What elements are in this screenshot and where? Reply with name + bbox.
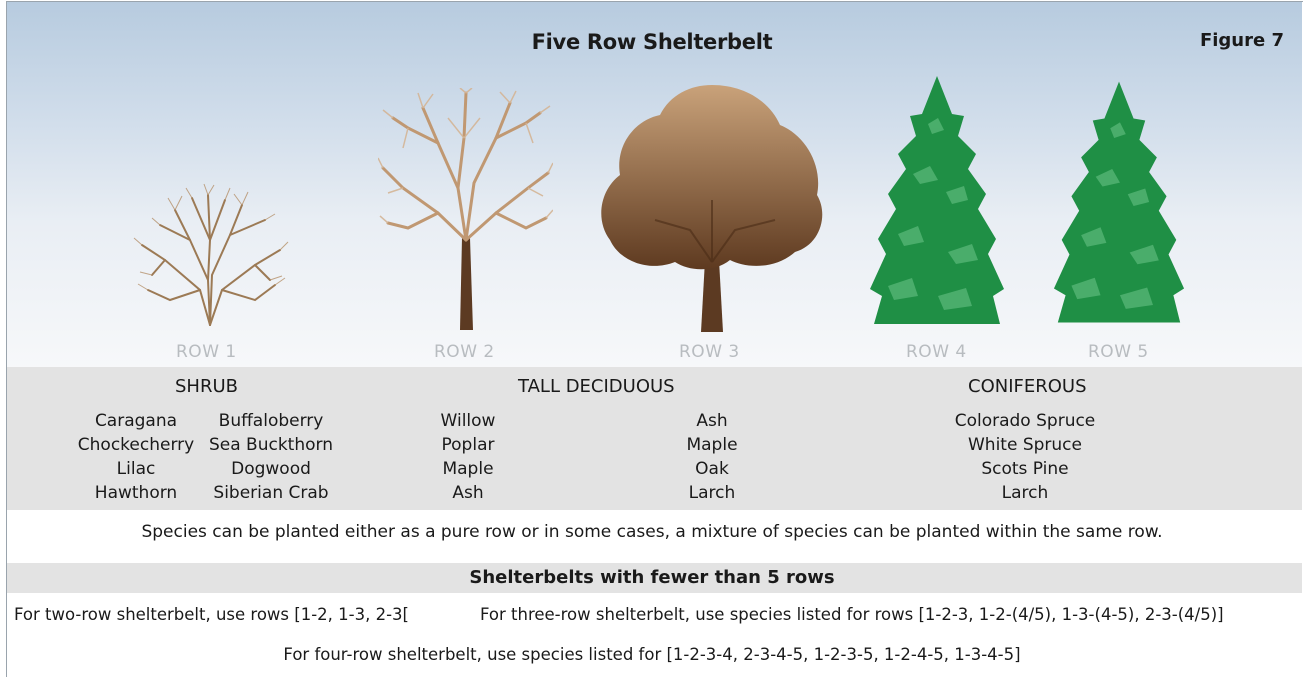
species-item: Larch [940, 481, 1110, 505]
species-item: Larch [662, 481, 762, 505]
figure-title: Five Row Shelterbelt [0, 30, 1304, 54]
species-item: Caragana [76, 409, 196, 433]
three-row-instruction: For three-row shelterbelt, use species l… [480, 605, 1224, 624]
species-item: Ash [418, 481, 518, 505]
coniferous-species-list: Colorado Spruce White Spruce Scots Pine … [940, 409, 1110, 505]
figure-label: Figure 7 [1200, 30, 1284, 51]
species-item: White Spruce [940, 433, 1110, 457]
species-item: Ash [662, 409, 762, 433]
row-label-1: ROW 1 [176, 342, 237, 362]
planting-note: Species can be planted either as a pure … [0, 522, 1304, 542]
row-label-3: ROW 3 [679, 342, 740, 362]
shrub-species-list-1: Caragana Chockecherry Lilac Hawthorn [76, 409, 196, 505]
species-item: Scots Pine [940, 457, 1110, 481]
conifer-illustration-row4 [868, 74, 1006, 330]
shrub-illustration [130, 180, 290, 330]
species-item: Lilac [76, 457, 196, 481]
species-item: Buffaloberry [206, 409, 336, 433]
fewer-rows-heading: Shelterbelts with fewer than 5 rows [0, 567, 1304, 588]
two-row-instruction: For two-row shelterbelt, use rows [1-2, … [14, 605, 409, 624]
coniferous-heading: CONIFEROUS [968, 376, 1087, 397]
conifer-illustration-row5 [1052, 78, 1186, 330]
four-row-instruction: For four-row shelterbelt, use species li… [0, 645, 1304, 664]
row-label-4: ROW 4 [906, 342, 967, 362]
species-item: Maple [418, 457, 518, 481]
tall-deciduous-species-list-2: Ash Maple Oak Larch [662, 409, 762, 505]
row-label-5: ROW 5 [1088, 342, 1149, 362]
tall-deciduous-heading: TALL DECIDUOUS [518, 376, 675, 397]
tall-deciduous-species-list-1: Willow Poplar Maple Ash [418, 409, 518, 505]
species-item: Dogwood [206, 457, 336, 481]
species-item: Maple [662, 433, 762, 457]
shrub-heading: SHRUB [175, 376, 238, 397]
row-label-2: ROW 2 [434, 342, 495, 362]
shrub-species-list-2: Buffaloberry Sea Buckthorn Dogwood Siber… [206, 409, 336, 505]
species-item: Hawthorn [76, 481, 196, 505]
species-item: Colorado Spruce [940, 409, 1110, 433]
species-item: Chockecherry [76, 433, 196, 457]
species-item: Willow [418, 409, 518, 433]
species-item: Oak [662, 457, 762, 481]
species-item: Sea Buckthorn [206, 433, 336, 457]
bare-tree-illustration [378, 88, 553, 333]
species-item: Siberian Crab [206, 481, 336, 505]
species-item: Poplar [418, 433, 518, 457]
canopy-tree-illustration [595, 80, 830, 335]
